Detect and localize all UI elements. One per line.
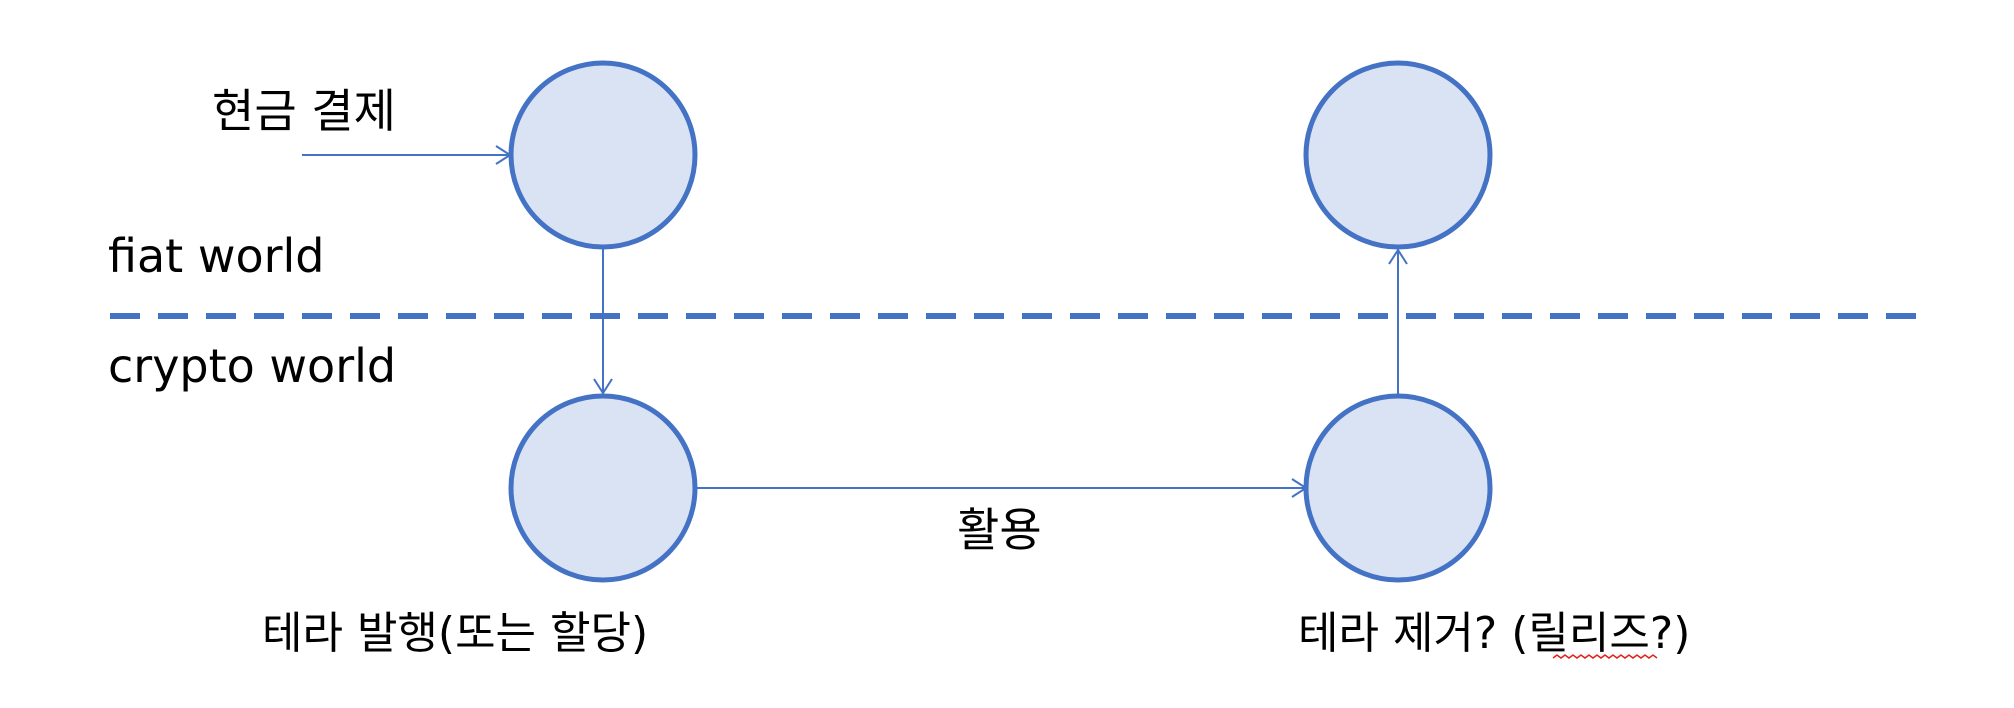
cash-payment-label: 현금 결제 — [212, 84, 396, 138]
cash-payment-arrow — [302, 145, 512, 165]
terra-remove-label-suffix: ?) — [1650, 608, 1691, 659]
fiat-world-label: fiat world — [108, 229, 324, 283]
utilize-arrow — [695, 478, 1308, 498]
spellcheck-underline — [1552, 654, 1658, 659]
terra-issue-node — [508, 393, 698, 583]
terra-issue-label: 테라 발행(또는 할당) — [262, 608, 648, 659]
fiat-source-node — [508, 60, 698, 250]
terra-remove-node — [1303, 393, 1493, 583]
release-arrow — [1388, 248, 1408, 395]
crypto-world-label: crypto world — [108, 339, 396, 393]
issue-arrowhead — [593, 378, 613, 395]
issue-arrow — [593, 248, 613, 395]
terra-remove-label-flagged: 릴리즈 — [1528, 608, 1649, 659]
terra-remove-label: 테라 제거? (릴리즈?) — [1298, 608, 1690, 659]
terra-remove-label-prefix: 테라 제거? ( — [1298, 608, 1528, 659]
release-arrowhead — [1388, 248, 1408, 265]
utilize-label: 활용 — [957, 503, 1042, 557]
fiat-destination-node — [1303, 60, 1493, 250]
